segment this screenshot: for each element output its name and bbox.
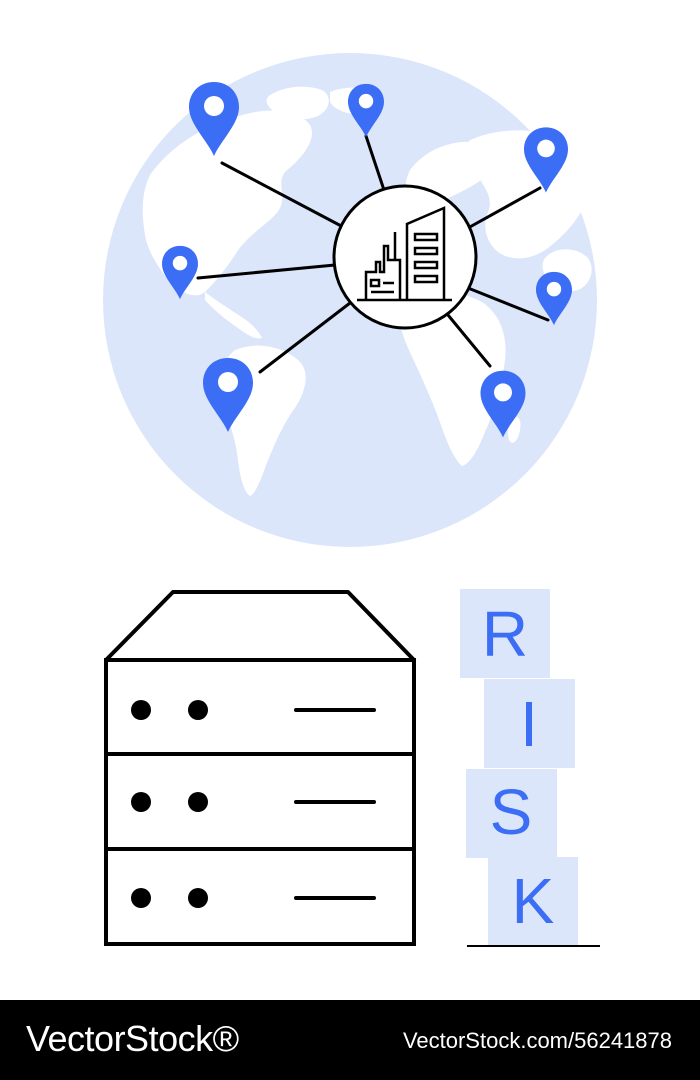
risk-letter-r: R: [482, 598, 528, 670]
building-icon: [357, 206, 452, 302]
connection-line: [220, 161, 347, 230]
server-rack-icon: [104, 590, 416, 946]
connection-line: [364, 134, 386, 192]
indicator-light: [188, 888, 208, 908]
risk-letter-k: K: [512, 865, 555, 937]
risk-block: [488, 857, 578, 945]
risk-letter-s: S: [490, 776, 533, 848]
indicator-light: [131, 888, 151, 908]
watermark-brand: VectorStock®: [26, 1018, 239, 1059]
connection-line: [258, 301, 352, 374]
hub-node: [332, 184, 478, 330]
server-roof: [104, 590, 416, 662]
watermark-reference: VectorStock.com/56241878: [402, 1028, 672, 1053]
central-america-land: [205, 292, 262, 339]
risk-block: [466, 769, 557, 858]
risk-block: [460, 589, 550, 678]
greenland-land: [266, 86, 329, 120]
indicator-light: [188, 792, 208, 812]
connection-line: [466, 286, 550, 322]
indicator-light: [188, 700, 208, 720]
illustration: R I S K: [103, 53, 600, 947]
hub-circle: [332, 184, 478, 330]
connection-line: [196, 263, 337, 280]
africa-land: [399, 291, 506, 466]
indicator-light: [131, 700, 151, 720]
watermark-footer: VectorStock® VectorStock.com/56241878: [0, 1000, 700, 1080]
connection-line: [466, 186, 542, 230]
connection-line: [446, 313, 492, 368]
risk-letter-i: I: [520, 688, 538, 760]
indicator-light: [131, 792, 151, 812]
risk-block: [484, 679, 575, 768]
server-slots: [294, 708, 376, 900]
network-connections: [196, 134, 550, 374]
server-indicators: [131, 700, 208, 908]
server-unit: [104, 658, 416, 756]
risk-blocks: R I S K: [460, 589, 600, 947]
